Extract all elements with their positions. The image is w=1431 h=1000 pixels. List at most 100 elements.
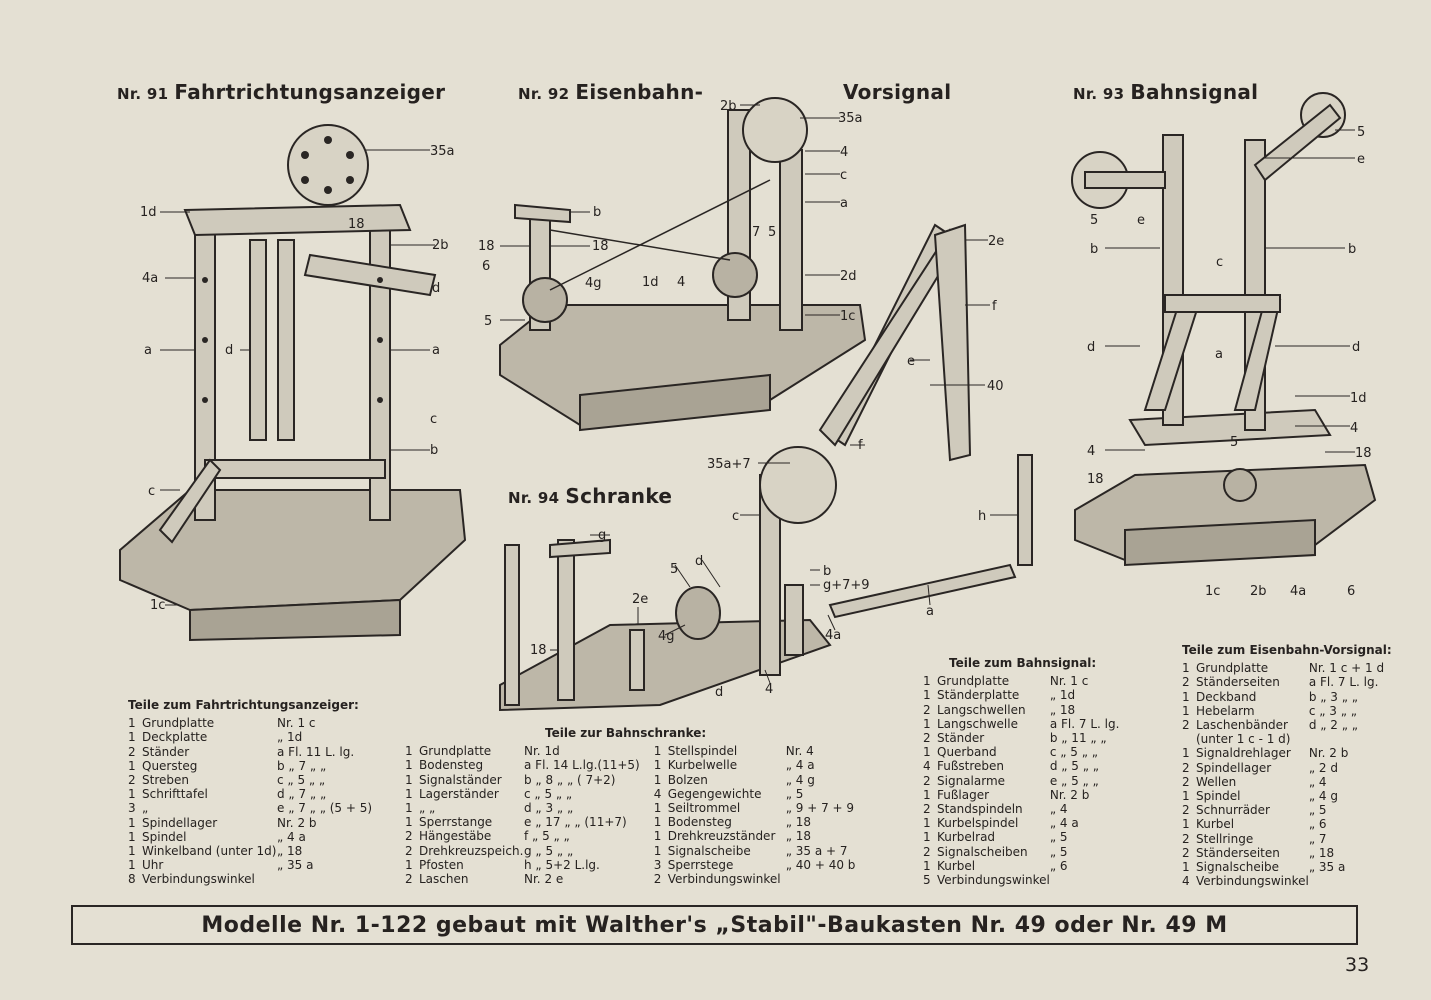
part-number [277, 872, 372, 886]
part-number: Nr. 1 c [277, 716, 316, 731]
part-quantity: 2 [923, 702, 931, 717]
part-number: c „ 5 „ „ [1049, 745, 1098, 760]
part-number: „ 40 + 40 b [785, 857, 856, 872]
label-b-left: b [1090, 242, 1098, 257]
part-name: Grundplatte [1196, 661, 1269, 676]
part-name: Langschwelle [937, 716, 1018, 731]
part-number: „ 35 a [1308, 860, 1346, 875]
part-name: Ständerplatte [937, 688, 1020, 703]
part-quantity: 1 [653, 772, 662, 787]
part-number: e „ 7 „ „ (5 + 5) [277, 801, 373, 816]
label-5-left: 5 [1090, 213, 1098, 228]
label-e-left: e [1137, 213, 1145, 228]
part-name: Ständerseiten [1196, 845, 1280, 860]
part-name: Bodensteg [667, 815, 732, 830]
part-name: Signalständer [419, 772, 502, 787]
part-name: Kurbel [1196, 817, 1235, 832]
label-5-top: 5 [768, 225, 776, 240]
label-c: c [1216, 255, 1223, 270]
part-name: Deckband [1196, 689, 1257, 704]
label-c-right: c [430, 412, 437, 427]
part-name: Drehkreuzspeich. [419, 843, 524, 858]
label-2d: 2d [840, 269, 857, 284]
part-name: Grundplatte [937, 674, 1010, 689]
part-quantity: 1 [405, 772, 413, 787]
part-number: „ 4 a [277, 829, 306, 844]
label-4: 4 [765, 682, 773, 697]
part-quantity: 1 [1182, 860, 1190, 875]
model-92-drawing: 2b 35a 4 c a b 18 18 6 4g 1d 7 5 4 2d 5 … [478, 97, 867, 432]
part-quantity: 1 [653, 815, 662, 830]
part-number: h „ 5+2 L.lg. [524, 857, 600, 872]
label-2e-top: 2e [988, 234, 1004, 249]
part-quantity: 1 [653, 758, 662, 773]
part-quantity: 1 [405, 758, 413, 773]
part-quantity: 1 [128, 787, 136, 802]
label-1c: 1c [150, 598, 165, 613]
label-e: e [907, 354, 915, 369]
label-d-right: d [1352, 340, 1360, 355]
model-94-drawing: 2e f e 40 35a+7 f c h g 2e 5 d b g+7+9 4… [499, 223, 1033, 712]
label-4g: 4g [658, 629, 675, 644]
label-b: b [823, 564, 831, 579]
label-18-right: 18 [1355, 446, 1372, 461]
label-d-left: d [1087, 340, 1095, 355]
part-quantity: 2 [128, 773, 136, 788]
part-quantity: 1 [128, 829, 136, 844]
part-number: e „ 5 „ „ [1049, 773, 1099, 788]
label-1d: 1d [642, 275, 659, 290]
part-name: Ständerseiten [1196, 675, 1280, 690]
part-quantity: 1 [653, 744, 662, 759]
part-quantity: 2 [1182, 803, 1190, 818]
part-quantity: 2 [923, 773, 931, 788]
label-35a: 35a [430, 144, 455, 159]
part-quantity: 1 [923, 787, 931, 802]
label-18: 18 [348, 217, 365, 232]
part-quantity: 2 [1182, 845, 1190, 860]
part-name: Querband [937, 745, 997, 760]
label-1d: 1d [1350, 391, 1367, 406]
label-4-left: 4 [1087, 444, 1095, 459]
part-number: a Fl. 7 L. lg. [1049, 716, 1120, 731]
label-18-right: 18 [592, 239, 609, 254]
label-c: c [840, 168, 847, 183]
part-quantity: 4 [923, 759, 931, 774]
part-name: Langschwellen [937, 702, 1026, 717]
label-4: 4 [840, 145, 848, 160]
part-number: Nr. 1d [524, 744, 560, 759]
part-name: „ [142, 801, 149, 816]
label-b: b [430, 443, 438, 458]
part-quantity: 1 [1182, 661, 1190, 676]
part-quantity: 1 [923, 858, 931, 873]
part-number: f „ 5 „ „ [524, 829, 570, 844]
label-4a: 4a [1290, 584, 1306, 599]
label-18: 18 [530, 643, 547, 658]
part-quantity: 2 [405, 872, 413, 887]
label-a: a [840, 196, 848, 211]
label-d-top: d [695, 554, 703, 569]
part-name: „ „ [419, 801, 436, 816]
label-5: 5 [484, 314, 492, 329]
part-number: Nr. 2 b [277, 815, 317, 830]
